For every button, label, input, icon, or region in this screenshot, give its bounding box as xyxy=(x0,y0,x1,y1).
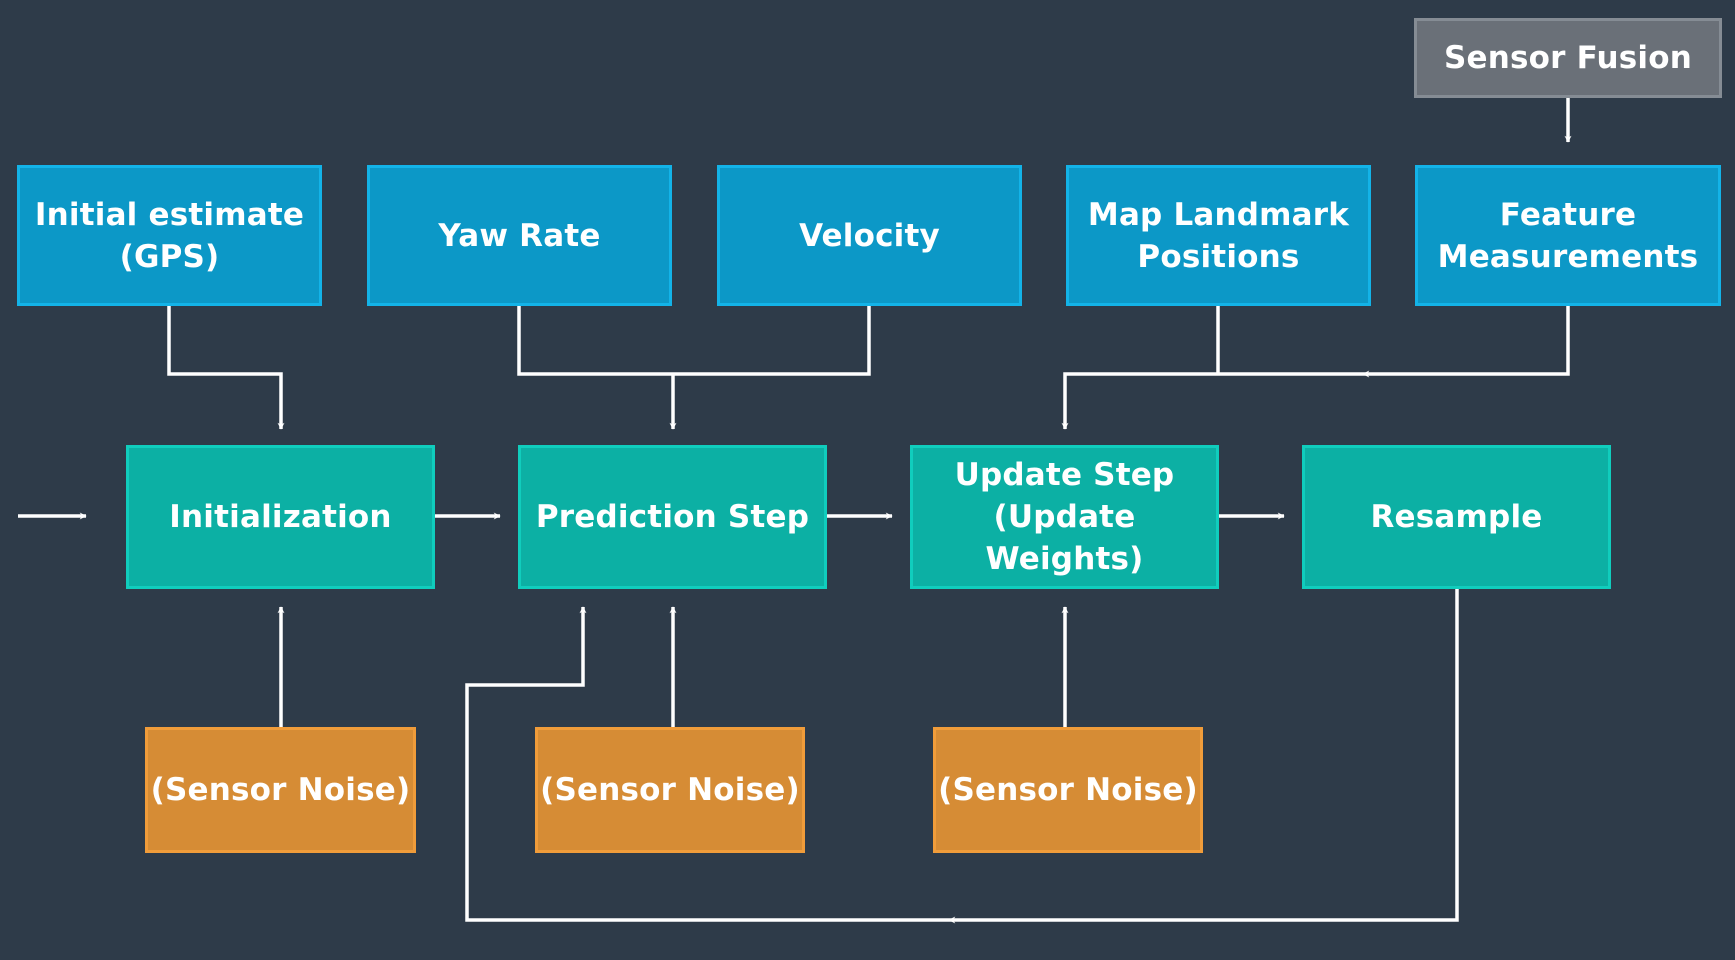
velocity-box: Velocity xyxy=(717,165,1022,306)
yaw-rate-box: Yaw Rate xyxy=(367,165,672,306)
initial-estimate-gps-box: Initial estimate (GPS) xyxy=(17,165,322,306)
arrow-loop-to-prediction xyxy=(465,606,949,922)
line-yaw-rate xyxy=(517,306,871,376)
line-feature-measurements xyxy=(1362,306,1570,378)
sensor-noise-box-2: (Sensor Noise) xyxy=(535,727,805,853)
line-resample-loop xyxy=(948,589,1459,924)
initialization-box: Initialization xyxy=(126,445,435,589)
sensor-noise-box-1: (Sensor Noise) xyxy=(145,727,416,853)
resample-box: Resample xyxy=(1302,445,1611,589)
arrow-gps-to-initialization xyxy=(167,306,285,430)
sensor-fusion-box: Sensor Fusion xyxy=(1414,18,1722,98)
sensor-noise-box-3: (Sensor Noise) xyxy=(933,727,1203,853)
arrow-to-update xyxy=(1061,372,1363,430)
map-landmark-positions-box: Map Landmark Positions xyxy=(1066,165,1371,306)
update-step-box: Update Step (Update Weights) xyxy=(910,445,1219,589)
prediction-step-box: Prediction Step xyxy=(518,445,827,589)
feature-measurements-box: Feature Measurements xyxy=(1415,165,1721,306)
